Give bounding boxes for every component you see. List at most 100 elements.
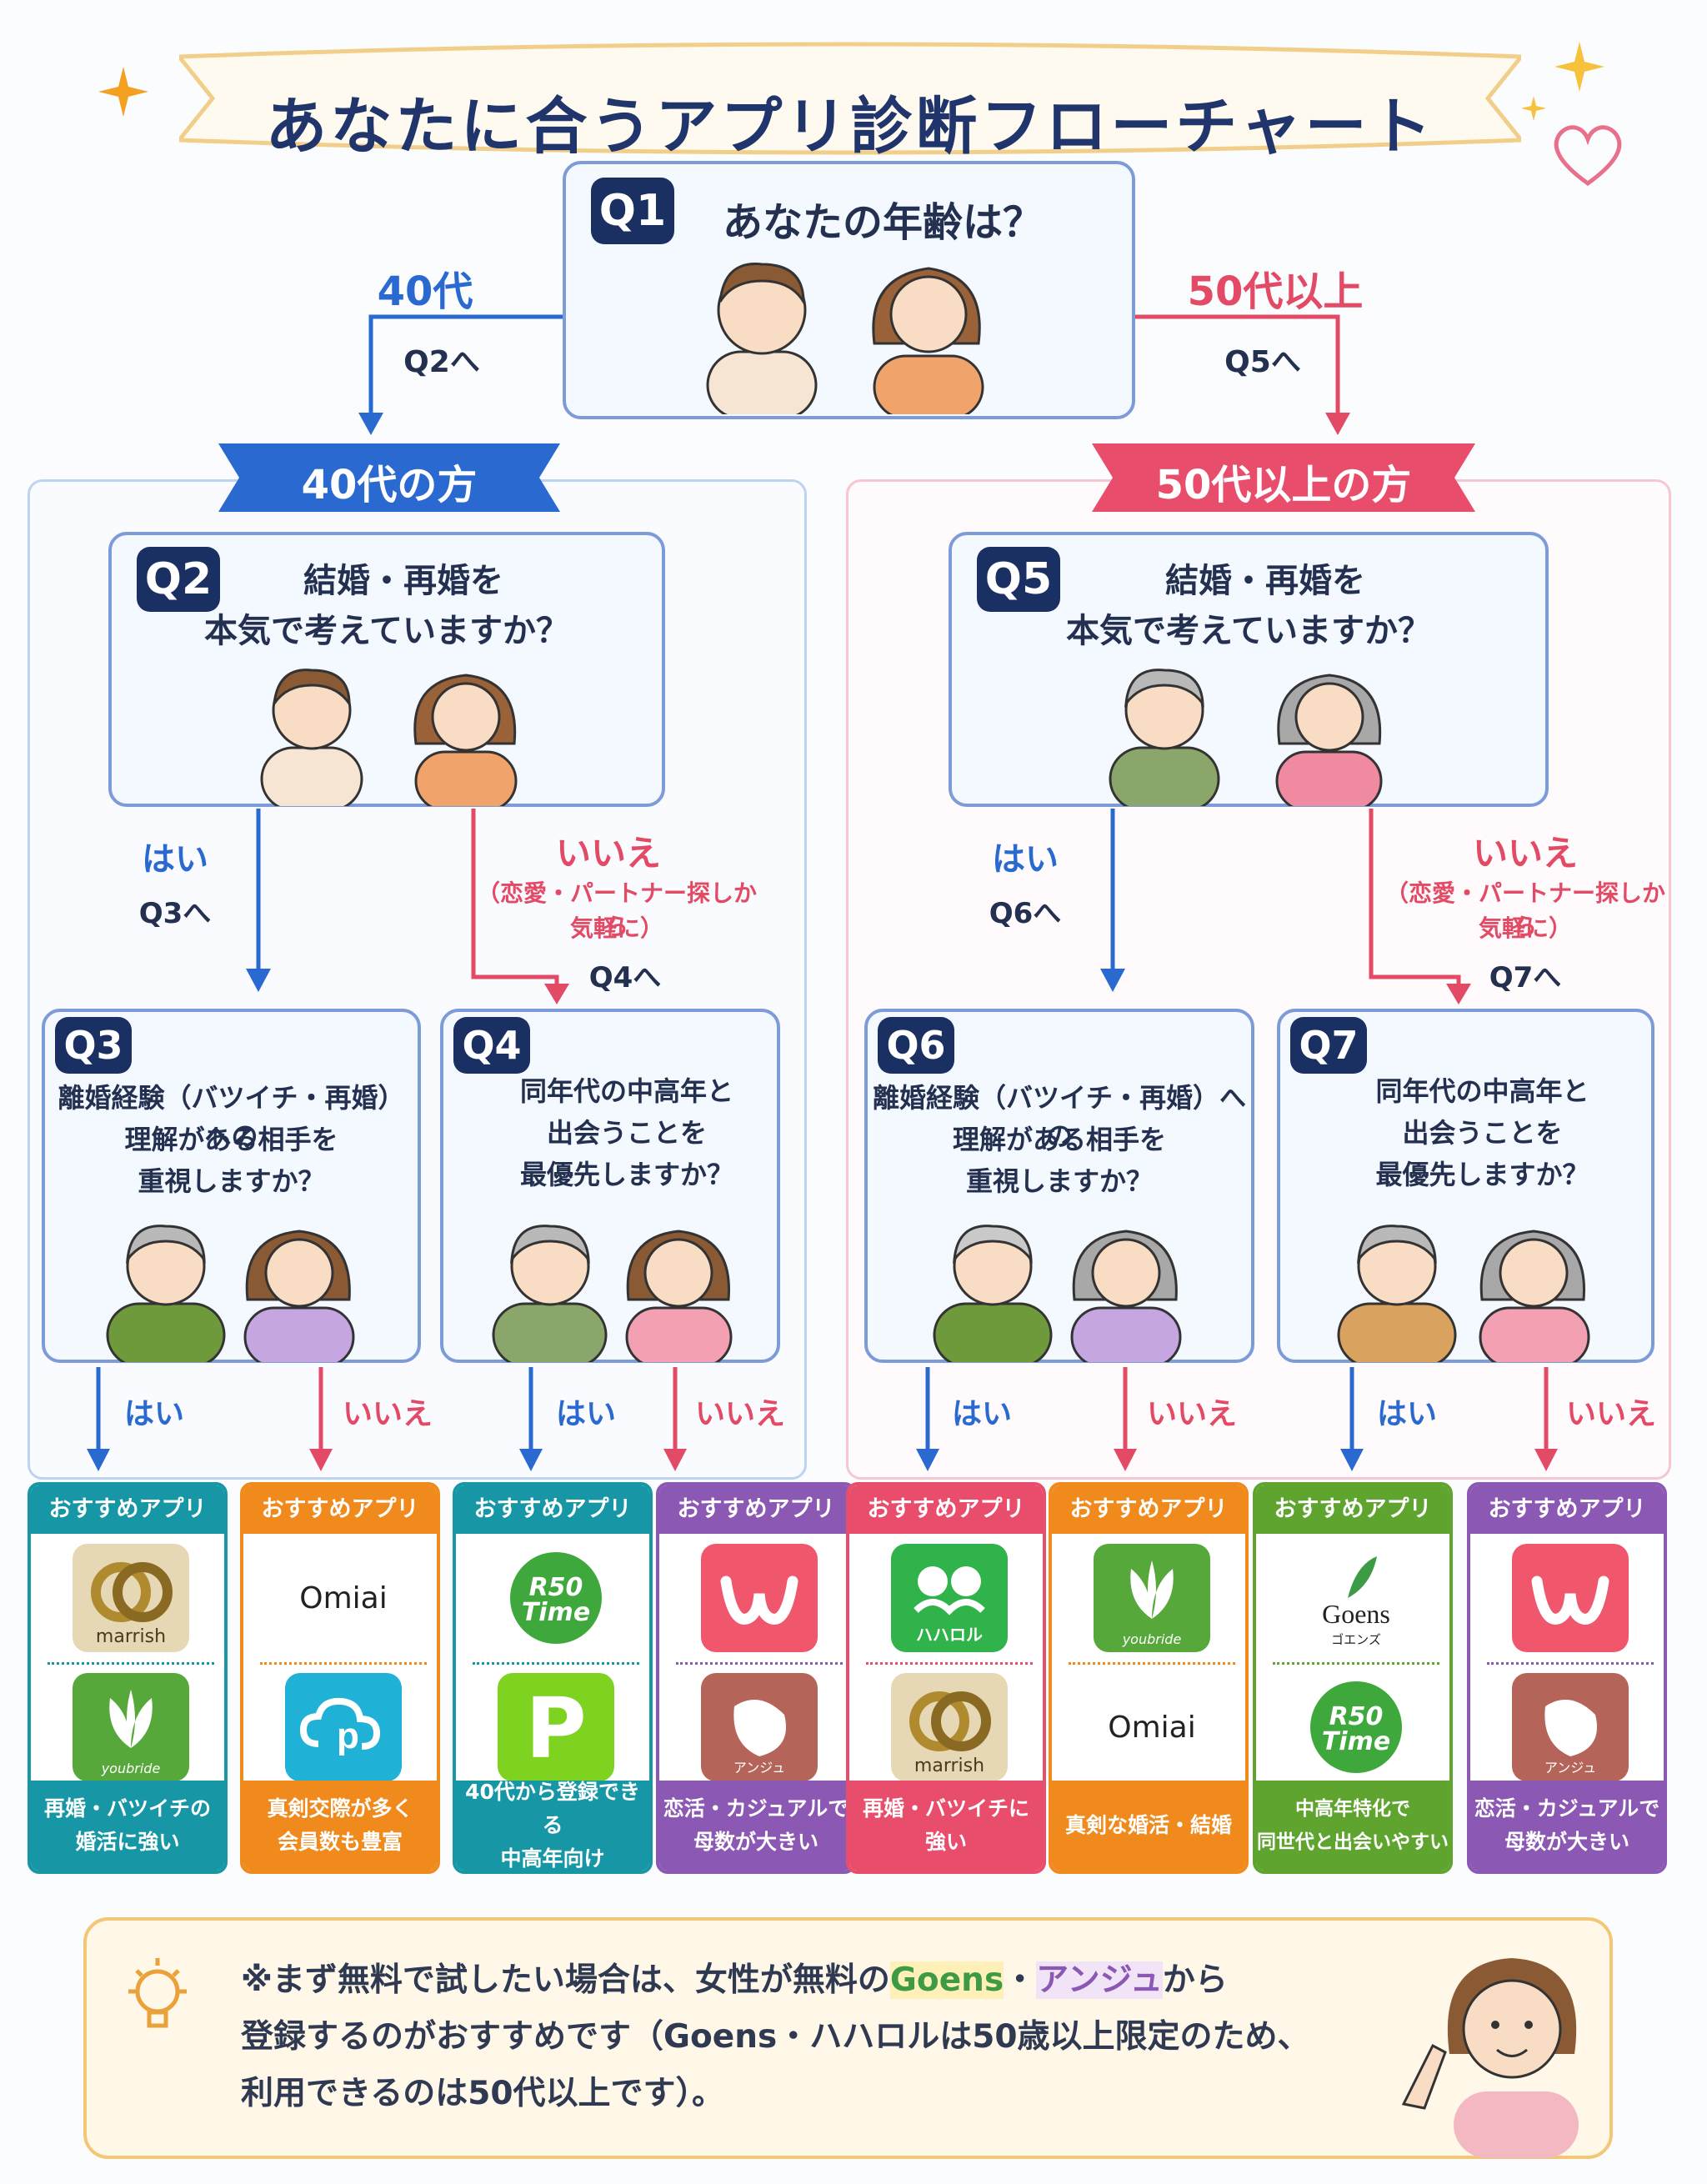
note-box: ※まず無料で試したい場合は、女性が無料のGoens・アンジュから 登録するのがお… bbox=[83, 1917, 1613, 2159]
svg-text:p: p bbox=[337, 1716, 359, 1756]
q7-yes: はい bbox=[1376, 1397, 1437, 1431]
q4-yes: はい bbox=[555, 1397, 616, 1431]
q6-line1: 離婚経験（バツイチ・再婚）への bbox=[872, 1082, 1246, 1152]
youbride-logo-text: youbride bbox=[101, 1761, 161, 1776]
page-title: あなたに合うアプリ診断フローチャート bbox=[265, 91, 1435, 163]
haharoru-logo-text: ハハロル bbox=[916, 1625, 983, 1645]
banner-50s bbox=[1092, 443, 1475, 512]
q2-line1: 結婚・再婚を bbox=[303, 562, 503, 600]
branch-left-next: Q2へ bbox=[403, 345, 480, 379]
q5-no-note1: （恋愛・パートナー探しから bbox=[1384, 879, 1665, 940]
anju-logo-text: アンジュ bbox=[1544, 1760, 1597, 1776]
q1-box: Q1 あなたの年齢は？ bbox=[563, 161, 1135, 419]
q2-box: Q2 結婚・再婚を 本気で考えていますか？ bbox=[108, 532, 665, 807]
q4-badge: Q4 bbox=[453, 1017, 530, 1074]
r50time-logo[interactable]: R50 Time bbox=[498, 1544, 614, 1652]
marrish-logo-text: marrish bbox=[95, 1626, 167, 1647]
q3-badge: Q3 bbox=[55, 1017, 132, 1074]
goens-highlight: Goens bbox=[889, 1961, 1004, 1999]
q7-box: Q7 同年代の中高年と 出会うことを 最優先しますか？ bbox=[1277, 1009, 1654, 1363]
anju-logo[interactable]: アンジュ bbox=[701, 1673, 818, 1781]
card-header: おすすめアプリ bbox=[1470, 1485, 1664, 1534]
q3-line1: 離婚経験（バツイチ・再婚）への bbox=[58, 1082, 405, 1152]
with-logo[interactable]: with bbox=[701, 1544, 818, 1652]
branch-right-next: Q5へ bbox=[1224, 345, 1301, 379]
goens-logo-subtext: ゴエンズ bbox=[1331, 1632, 1381, 1647]
marrish-logo[interactable]: marrish bbox=[73, 1544, 189, 1652]
p-logo-text: P bbox=[525, 1680, 587, 1777]
card-header: おすすめアプリ bbox=[31, 1485, 224, 1534]
card-header: おすすめアプリ bbox=[243, 1485, 437, 1534]
anju-logo[interactable]: アンジュ bbox=[1512, 1673, 1629, 1781]
heart-icon bbox=[1554, 125, 1622, 187]
app-card-1[interactable]: おすすめアプリ marrish youbride 再婚・バツイチの婚活に強い bbox=[28, 1482, 228, 1874]
youbride-logo[interactable]: youbride bbox=[73, 1673, 189, 1781]
card-header: おすすめアプリ bbox=[659, 1485, 853, 1534]
q4-box: Q4 同年代の中高年と 出会うことを 最優先しますか？ bbox=[440, 1009, 780, 1363]
r50time-logo[interactable]: R50 Time bbox=[1298, 1673, 1414, 1781]
couple-illustration bbox=[706, 263, 984, 414]
r50time-logo-text: R50 Time bbox=[1321, 1702, 1391, 1756]
q6-badge: Q6 bbox=[878, 1017, 954, 1074]
goens-logo-text: Goens bbox=[1322, 1599, 1390, 1629]
card-description: 真剣な婚活・結婚 bbox=[1052, 1781, 1245, 1871]
app-card-7[interactable]: おすすめアプリ Goens ゴエンズ R50 Time 中高年特化で同世代と出会… bbox=[1253, 1482, 1453, 1874]
anju-logo-text: アンジュ bbox=[733, 1760, 786, 1776]
card-divider bbox=[260, 1662, 427, 1665]
card-divider bbox=[676, 1662, 843, 1665]
card-description: 40代から登録できる中高年向け bbox=[456, 1780, 649, 1871]
card-header: おすすめアプリ bbox=[849, 1485, 1043, 1534]
goens-logo[interactable]: Goens ゴエンズ bbox=[1298, 1544, 1414, 1652]
note-line-3: 利用できるのは50代以上です）。 bbox=[241, 2075, 724, 2112]
card-description: 恋活・カジュアルで母数が大きい bbox=[1470, 1781, 1664, 1871]
q7-line1: 同年代の中高年と bbox=[1375, 1075, 1589, 1107]
q1-text: あなたの年齢は？ bbox=[722, 199, 1043, 246]
q7-line2: 出会うことを bbox=[1402, 1117, 1563, 1149]
app-card-6[interactable]: おすすめアプリ youbride Omiai 真剣な婚活・結婚 bbox=[1049, 1482, 1249, 1874]
q2-yes-next: Q3へ bbox=[138, 897, 212, 930]
p-logo[interactable]: P bbox=[498, 1673, 614, 1781]
card-header: おすすめアプリ bbox=[1052, 1485, 1245, 1534]
card-header: おすすめアプリ bbox=[1256, 1485, 1449, 1534]
q7-line3: 最優先しますか？ bbox=[1375, 1159, 1589, 1190]
branch-left-age: 40代 bbox=[377, 268, 473, 315]
q3-no: いいえ bbox=[342, 1397, 433, 1431]
anju-highlight: アンジュ bbox=[1036, 1961, 1163, 1999]
q5-no-next: Q7へ bbox=[1489, 961, 1562, 994]
q3-box: Q3 離婚経験（バツイチ・再婚）への 理解がある相手を 重視しますか？ bbox=[42, 1009, 421, 1363]
banner-40s bbox=[218, 443, 560, 512]
youbride-logo[interactable]: youbride bbox=[1094, 1544, 1210, 1652]
q2-no-note2: 気軽に） bbox=[569, 914, 663, 942]
couple-illustration bbox=[260, 669, 518, 806]
omiai-logo[interactable]: Omiai bbox=[285, 1544, 402, 1652]
branch-right-age: 50代以上 bbox=[1187, 268, 1364, 315]
q6-yes: はい bbox=[951, 1397, 1012, 1431]
marrish-logo[interactable]: marrish bbox=[891, 1673, 1008, 1781]
app-card-5[interactable]: おすすめアプリ ハハロル marrish 再婚・バツイチに強い bbox=[846, 1482, 1046, 1874]
q5-box: Q5 結婚・再婚を 本気で考えていますか？ bbox=[949, 532, 1549, 807]
youbride-logo-text: youbride bbox=[1122, 1631, 1182, 1647]
q2-q5-branch-arrows bbox=[246, 809, 1471, 1004]
sparkle-icon bbox=[1554, 42, 1604, 92]
q5-line1: 結婚・再婚を bbox=[1165, 562, 1365, 600]
r50time-logo-text: R50 Time bbox=[521, 1573, 591, 1627]
haharoru-logo[interactable]: ハハロル bbox=[891, 1544, 1008, 1652]
q5-yes-label: はい bbox=[992, 840, 1059, 879]
q6-no: いいえ bbox=[1146, 1397, 1237, 1431]
with-logo[interactable]: with bbox=[1512, 1544, 1629, 1652]
q2-badge: Q2 bbox=[137, 547, 220, 612]
omiai-logo-text: Omiai bbox=[299, 1581, 388, 1615]
banner-40s-label: 40代の方 bbox=[301, 462, 478, 508]
app-card-3[interactable]: おすすめアプリ R50 Time P 40代から登録できる中高年向け bbox=[453, 1482, 653, 1874]
q2-no-label: いいえ bbox=[555, 833, 661, 874]
card-divider bbox=[1273, 1662, 1439, 1665]
senior-couple-illustration bbox=[1337, 1225, 1590, 1362]
marrish-logo-text: marrish bbox=[914, 1756, 985, 1776]
note-line-1: ※まず無料で試したい場合は、女性が無料のGoens・アンジュから bbox=[241, 1961, 1228, 1999]
omiai-logo[interactable]: Omiai bbox=[1094, 1673, 1210, 1781]
q2-line2: 本気で考えていますか？ bbox=[204, 612, 569, 650]
pairs-logo[interactable]: p pairs bbox=[285, 1673, 402, 1781]
